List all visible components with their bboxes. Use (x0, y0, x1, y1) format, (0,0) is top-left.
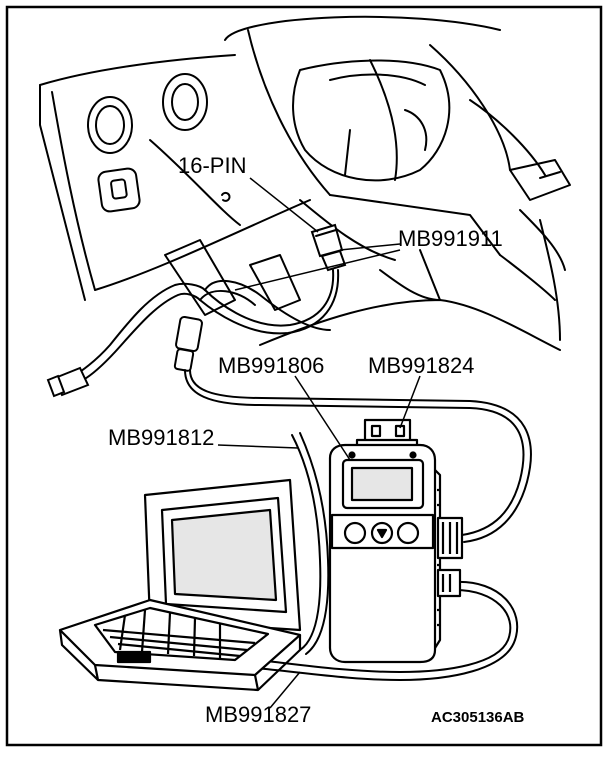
label-mb991806: MB991806 (218, 353, 324, 378)
leader-mb991824 (399, 375, 421, 429)
label-mb991824: MB991824 (368, 353, 474, 378)
cable-harness (46, 223, 532, 682)
label-mb991911: MB991911 (398, 226, 503, 251)
leader-mb991827 (269, 671, 301, 709)
figure-id: AC305136AB (431, 709, 525, 726)
leader-lines (217, 177, 421, 709)
diagram-border (5, 5, 603, 747)
dashboard-illustration (39, 15, 571, 351)
leader-16pin (249, 177, 319, 233)
label-mb991827: MB991827 (205, 702, 311, 727)
label-mb991812: MB991812 (108, 425, 214, 450)
leader-mb991911-b (234, 249, 401, 291)
leader-mb991911-a (339, 243, 401, 251)
laptop-pc (58, 478, 302, 692)
leader-mb991812 (217, 444, 299, 449)
vci-pod (328, 418, 464, 664)
leader-mb991806 (294, 375, 351, 461)
label-16-pin: 16-PIN (178, 153, 246, 178)
